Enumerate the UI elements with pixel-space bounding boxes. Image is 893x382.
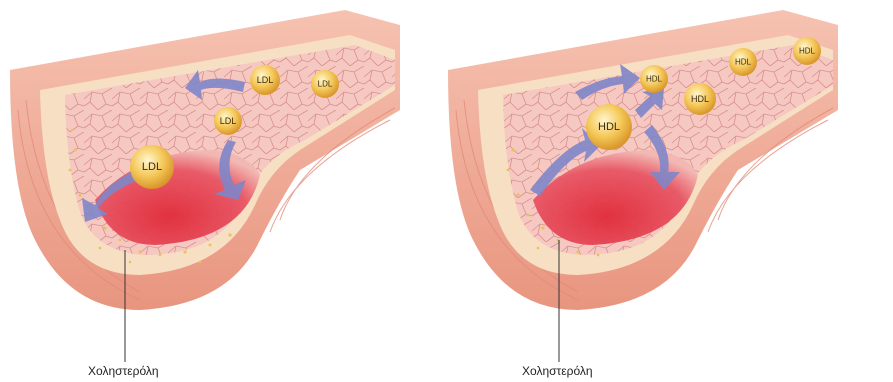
hdl-particle: HDL [729, 48, 757, 76]
svg-text:HDL: HDL [646, 75, 663, 84]
svg-text:LDL: LDL [318, 80, 333, 89]
artery-ldl: LDL LDL LDL LDL [10, 10, 400, 362]
svg-text:LDL: LDL [142, 161, 162, 173]
ldl-particle: LDL [130, 145, 174, 189]
svg-text:HDL: HDL [598, 121, 620, 133]
svg-text:LDL: LDL [220, 116, 237, 126]
ldl-particle: LDL [250, 65, 280, 95]
svg-text:HDL: HDL [799, 47, 816, 56]
svg-text:HDL: HDL [691, 94, 709, 104]
hdl-particle: HDL [684, 83, 716, 115]
ldl-particle: LDL [311, 70, 339, 98]
svg-text:HDL: HDL [735, 58, 752, 67]
cholesterol-caption-right: Χοληστερόλη [522, 364, 593, 378]
hdl-particle: HDL [640, 65, 668, 93]
ldl-particle: LDL [214, 107, 242, 135]
cholesterol-caption-left: Χοληστερόλη [88, 364, 159, 378]
hdl-particle: HDL [793, 37, 821, 65]
hdl-particle: HDL [586, 104, 632, 150]
artery-hdl: HDL HDL HDL HDL HDL [448, 10, 838, 362]
svg-text:LDL: LDL [257, 75, 274, 85]
